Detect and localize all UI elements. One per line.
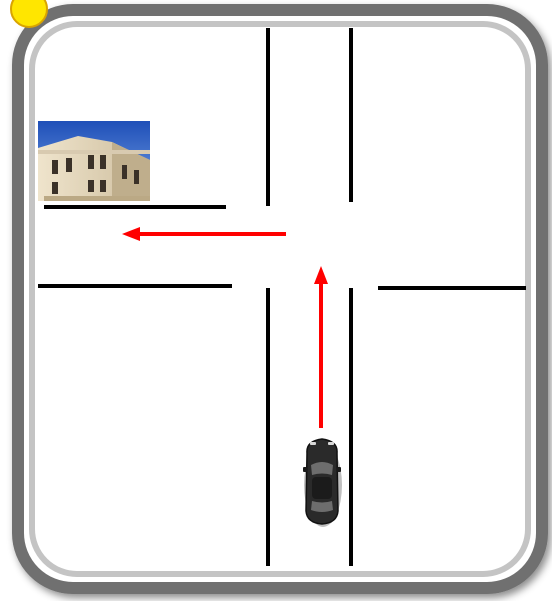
building-photo [38,121,150,201]
car-icon [303,439,342,527]
sun-icon [11,0,47,27]
frame-outer [18,10,542,588]
